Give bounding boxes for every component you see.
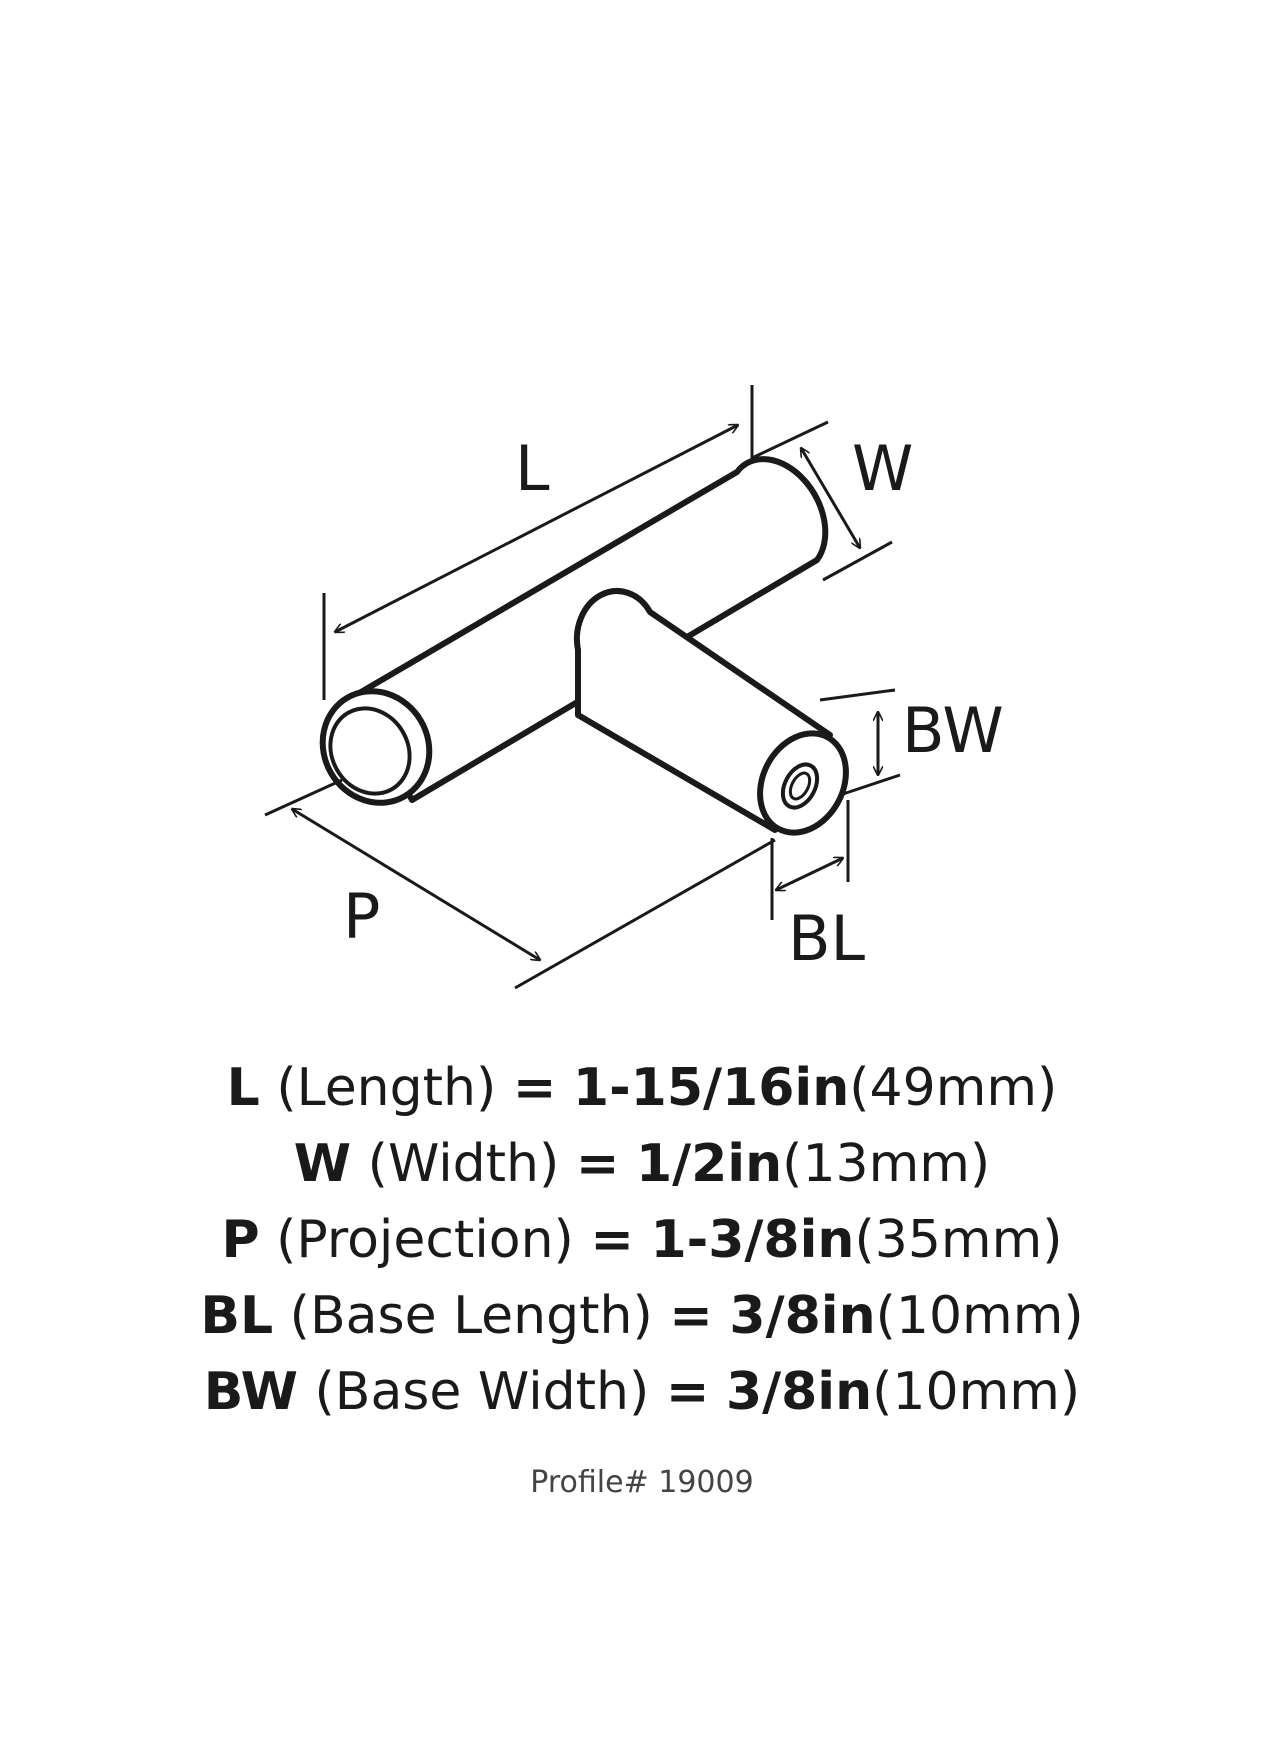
- bar-end-cap-inner: [328, 706, 412, 796]
- spec-length: L (Length) = 1-15/16in(49mm): [0, 1050, 1284, 1126]
- spec-symbol: BW: [203, 1362, 298, 1422]
- base-width-dimension: [819, 688, 901, 797]
- threaded-hole-outer: [780, 762, 820, 810]
- spec-metric: (10mm): [875, 1286, 1084, 1346]
- t-bar-pull-diagram: L W BW P BL: [264, 385, 1004, 990]
- width-label: W: [852, 432, 913, 505]
- spec-width: W (Width) = 1/2in(13mm): [0, 1126, 1284, 1202]
- spec-name: (Width): [367, 1134, 560, 1194]
- spec-imperial: 1-15/16in: [572, 1058, 850, 1118]
- length-dimension: [322, 385, 754, 700]
- length-label: L: [515, 432, 550, 505]
- spec-equals: =: [590, 1210, 634, 1270]
- base-length-label: BL: [788, 902, 866, 975]
- spec-name: (Projection): [276, 1210, 574, 1270]
- post-end-cap: [757, 730, 849, 836]
- spec-name: (Base Length): [289, 1286, 653, 1346]
- base-width-label: BW: [902, 694, 1004, 767]
- spec-symbol: L: [226, 1058, 260, 1118]
- spec-equals: =: [665, 1362, 710, 1422]
- spec-symbol: P: [221, 1210, 260, 1270]
- spec-equals: =: [575, 1134, 620, 1194]
- spec-metric: (35mm): [854, 1210, 1063, 1270]
- spec-projection: P (Projection) = 1-3/8in(35mm): [0, 1202, 1284, 1278]
- width-dimension: [751, 420, 893, 582]
- bar-end-cap: [319, 688, 433, 806]
- spec-base-width: BW (Base Width) = 3/8in(10mm): [0, 1354, 1284, 1430]
- spec-base-length: BL (Base Length) = 3/8in(10mm): [0, 1278, 1284, 1354]
- base-length-dimension: [770, 800, 850, 920]
- spec-imperial: 1/2in: [635, 1134, 783, 1194]
- spec-imperial: 1-3/8in: [650, 1210, 855, 1270]
- projection-label: P: [343, 880, 380, 953]
- spec-metric: (49mm): [849, 1058, 1058, 1118]
- profile-number: Profile# 19009: [530, 1465, 754, 1500]
- threaded-hole-inner: [788, 771, 812, 801]
- spec-imperial: 3/8in: [729, 1286, 876, 1346]
- spec-metric: (13mm): [782, 1134, 991, 1194]
- spec-symbol: W: [293, 1134, 352, 1194]
- spec-symbol: BL: [200, 1286, 274, 1346]
- spec-equals: =: [512, 1058, 557, 1118]
- spec-imperial: 3/8in: [725, 1362, 873, 1422]
- dimension-spec-list: L (Length) = 1-15/16in(49mm) W (Width) =…: [0, 1050, 1284, 1430]
- projection-dimension: [264, 778, 776, 990]
- spec-equals: =: [669, 1286, 713, 1346]
- spec-name: (Length): [276, 1058, 497, 1118]
- spec-metric: (10mm): [872, 1362, 1081, 1422]
- spec-name: (Base Width): [314, 1362, 650, 1422]
